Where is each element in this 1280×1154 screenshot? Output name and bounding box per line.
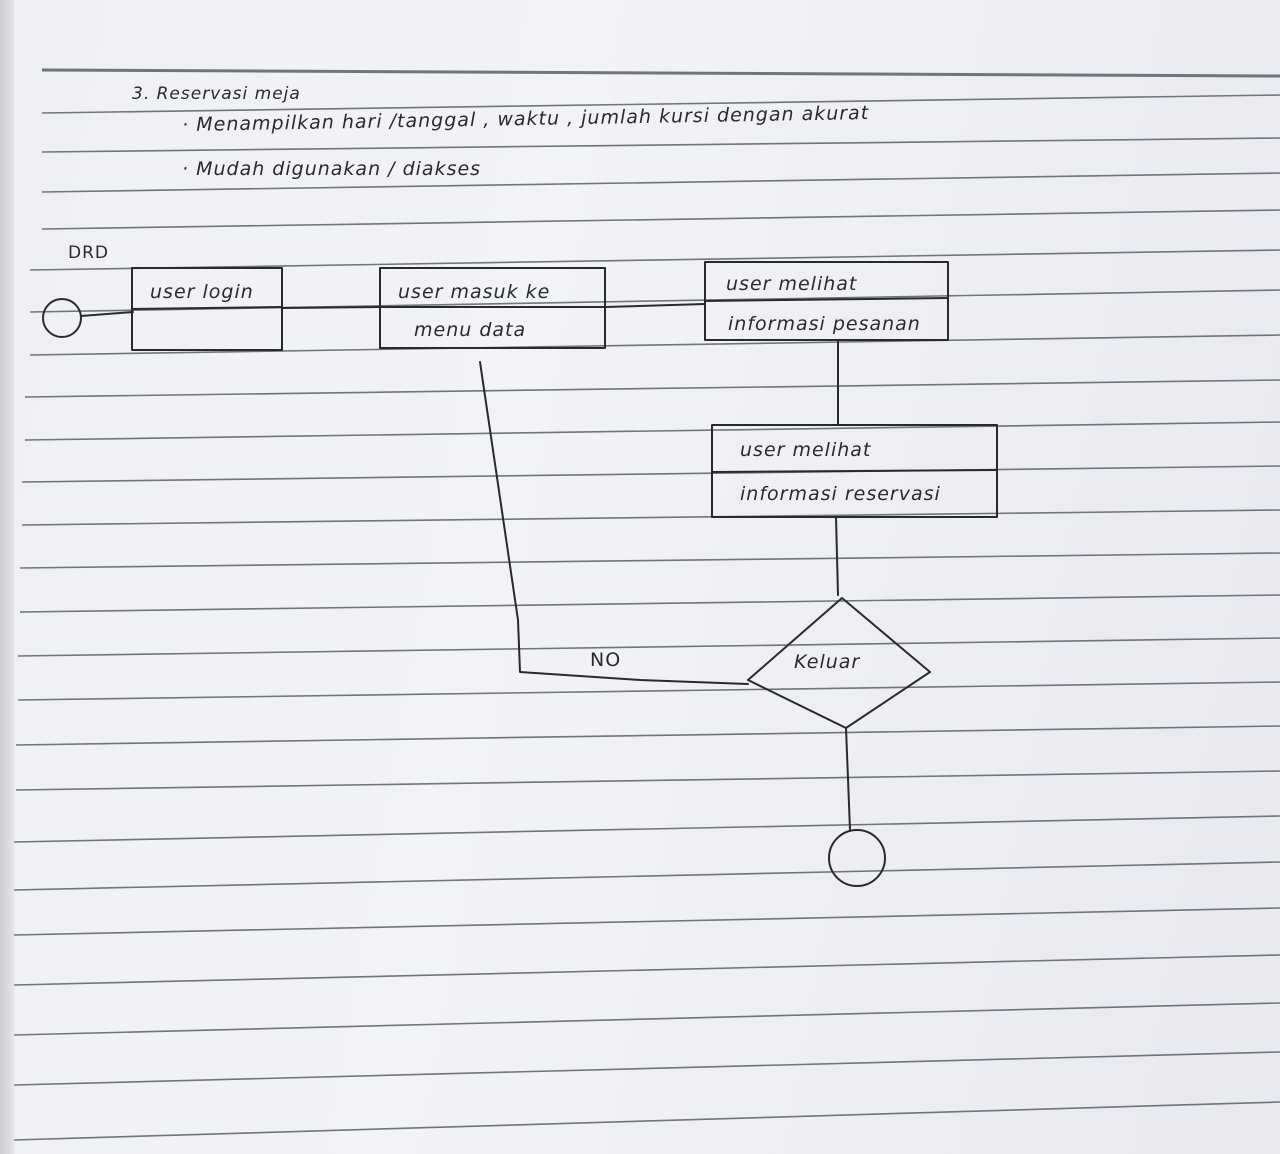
box-user-login-divider <box>131 306 283 310</box>
connector-2-3 <box>604 303 706 308</box>
box-informasi-pesanan-line1: user melihat <box>726 273 858 295</box>
no-label: NO <box>590 649 621 671</box>
connector-4-decision <box>835 516 839 596</box>
end-node <box>828 829 886 887</box>
no-loop-connector <box>479 361 749 685</box>
box-informasi-reservasi-line2: informasi reservasi <box>740 483 941 505</box>
box-informasi-reservasi-divider <box>711 469 998 473</box>
box-user-login-line1: user login <box>150 281 254 303</box>
decision-label: Keluar <box>794 651 860 673</box>
start-node <box>42 298 82 338</box>
connector-decision-end <box>845 727 851 831</box>
notes-heading: 3. Reservasi meja <box>132 84 301 104</box>
box-informasi-pesanan-divider <box>704 297 949 302</box>
box-menu-data-line1: user masuk ke <box>398 281 550 303</box>
page-edge <box>0 0 14 1154</box>
box-menu-data-line2: menu data <box>414 319 526 341</box>
notes-bullet-2: · Mudah digunakan / diakses <box>182 158 482 180</box>
box-informasi-pesanan-line2: informasi pesanan <box>728 313 921 335</box>
box-informasi-reservasi-line1: user melihat <box>740 439 872 461</box>
connector-1-2 <box>281 306 381 309</box>
start-connector <box>80 311 134 317</box>
diagram-label: DRD <box>68 243 109 263</box>
